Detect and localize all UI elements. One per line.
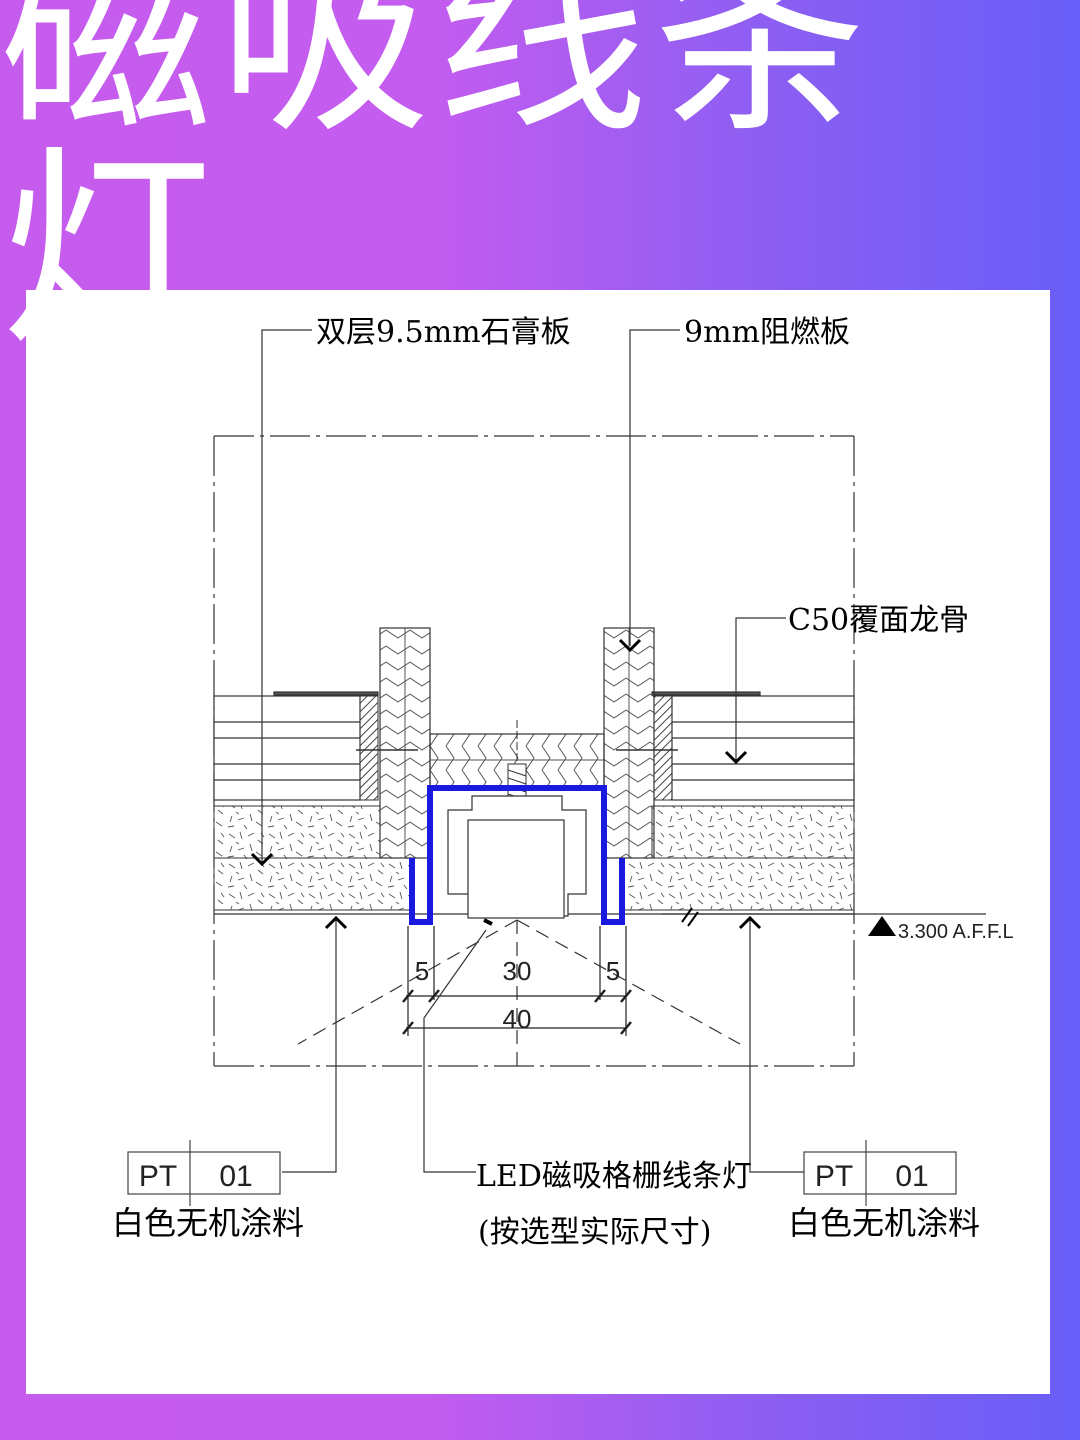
gypsum-lower-left xyxy=(213,857,411,911)
page-title: 磁吸线条灯 xyxy=(0,0,872,374)
light-marker xyxy=(483,918,493,926)
arrow-down-icon xyxy=(618,638,642,653)
keel-right xyxy=(651,691,855,801)
arrow-down-icon xyxy=(250,852,274,867)
gypsum-upper-left xyxy=(213,805,381,859)
dim-5-left: 5 xyxy=(415,956,429,986)
tag-right-code: PT xyxy=(815,1160,853,1193)
tag-right xyxy=(803,1140,957,1206)
leader-arrows xyxy=(250,638,762,930)
level-label: 3.300 A.F.F.L xyxy=(898,921,1014,943)
label-keel: C50覆面龙骨 xyxy=(788,603,969,638)
dim-5-right: 5 xyxy=(606,956,620,986)
arrow-up-icon xyxy=(324,915,348,930)
label-fireboard: 9mm阻燃板 xyxy=(684,315,850,350)
keel-right-hatch xyxy=(653,695,673,801)
dim-40: 40 xyxy=(503,1004,532,1034)
aluminum-channel xyxy=(409,785,625,925)
label-finish-left: 白色无机涂料 xyxy=(112,1204,304,1242)
arrow-up-icon xyxy=(738,915,762,930)
tag-left-code: PT xyxy=(139,1160,177,1193)
section-drawing: 5 30 5 40 3.300 A.F.F.L 双层9.5mm石膏板 9mm阻燃… xyxy=(112,315,1014,1250)
gypsum-lower-right xyxy=(623,857,855,911)
label-gypsum: 双层9.5mm石膏板 xyxy=(316,315,571,350)
gypsum-upper-right xyxy=(651,805,855,859)
tag-left-num: 01 xyxy=(219,1160,252,1193)
beam-lines xyxy=(297,919,741,1066)
keel-left-hatch xyxy=(359,695,379,801)
drawing-sheet: 5 30 5 40 3.300 A.F.F.L 双层9.5mm石膏板 9mm阻燃… xyxy=(26,290,1050,1394)
dimension-lines xyxy=(402,926,632,1036)
level-triangle-icon xyxy=(868,916,896,936)
label-light: LED磁吸格栅线条灯 xyxy=(476,1159,752,1194)
tag-right-num: 01 xyxy=(895,1160,928,1193)
dim-30: 30 xyxy=(503,956,532,986)
led-light-body xyxy=(447,795,587,919)
tag-left xyxy=(127,1140,281,1206)
arrow-down-icon xyxy=(724,750,748,765)
label-light-note: (按选型实际尺寸) xyxy=(478,1215,711,1250)
keel-left xyxy=(213,691,379,801)
label-finish-right: 白色无机涂料 xyxy=(788,1204,980,1242)
leader-lines xyxy=(261,329,804,1173)
level-tick xyxy=(681,907,699,927)
